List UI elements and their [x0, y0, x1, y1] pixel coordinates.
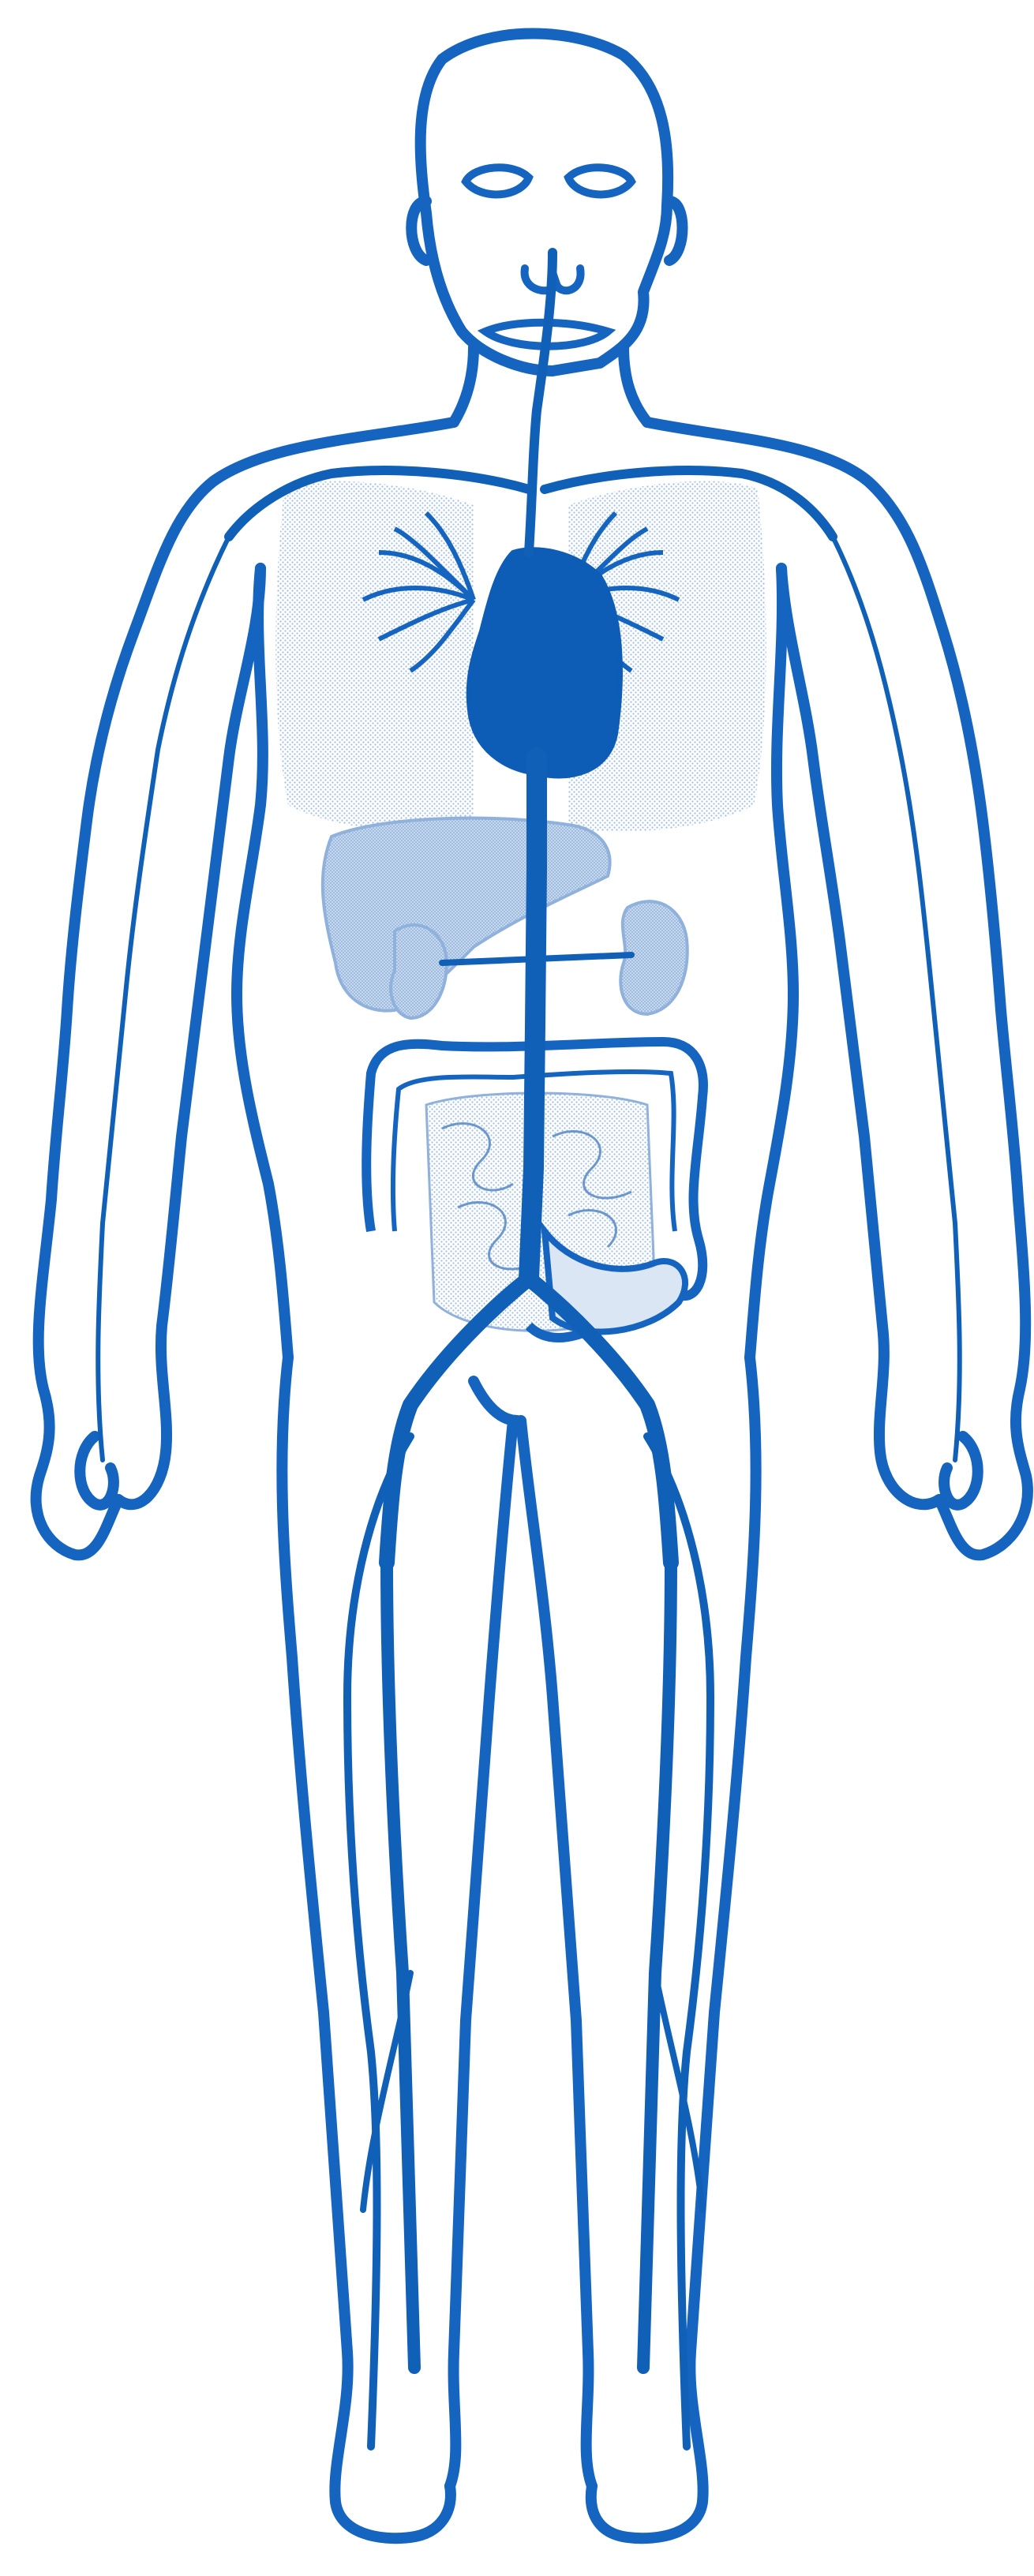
aorta — [529, 758, 537, 1279]
crotch — [474, 1381, 517, 1421]
right-hand — [944, 1436, 978, 1505]
liver — [323, 818, 610, 1011]
right-arm-inner — [781, 568, 939, 1504]
right-femoral-a — [643, 1563, 671, 2368]
left-femoral-a — [387, 1563, 414, 2368]
left-eye — [466, 167, 529, 194]
neck-right — [624, 347, 647, 422]
neck-left — [454, 347, 474, 422]
left-leg-inner — [450, 1421, 513, 2486]
heart — [469, 549, 620, 776]
left-kidney — [391, 925, 447, 1018]
carotid-artery — [529, 253, 553, 552]
renal-arteries — [442, 955, 631, 963]
right-eye — [568, 167, 631, 194]
left-hand — [80, 1436, 114, 1505]
right-leg-inner — [521, 1421, 592, 2486]
